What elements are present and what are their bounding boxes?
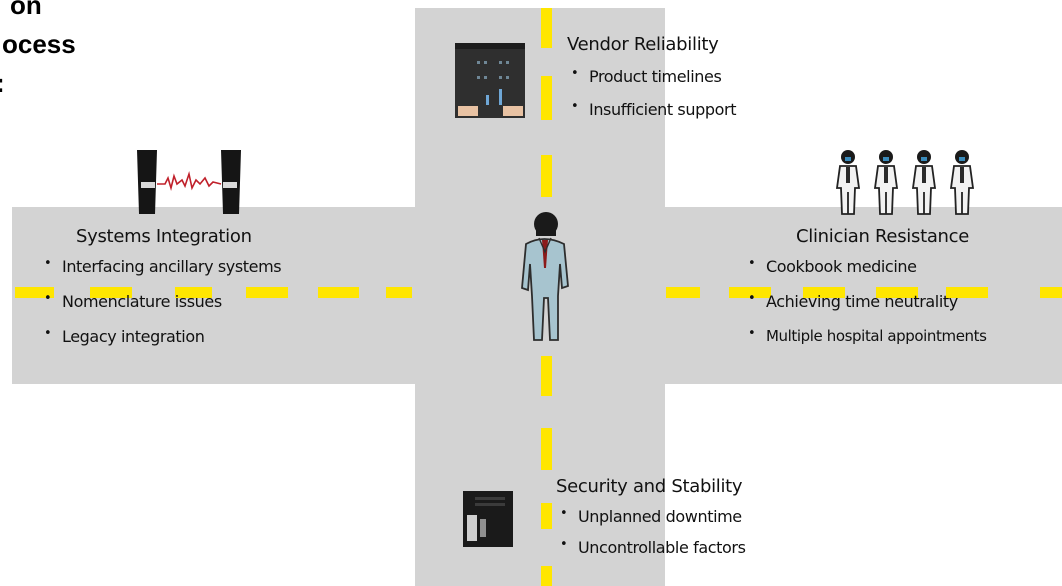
clinician-resistance-heading: Clinician Resistance <box>796 226 970 247</box>
list-item: Cookbook medicine <box>744 256 987 276</box>
clinicians-group-icon <box>832 148 984 222</box>
server-tower-icon <box>459 487 517 553</box>
clinician-resistance-block: Clinician Resistance Cookbook medicine A… <box>744 226 987 345</box>
systems-integration-heading: Systems Integration <box>76 226 252 247</box>
lane-marking-horizontal <box>666 287 700 298</box>
building-icon <box>455 43 525 122</box>
lane-marking-vertical <box>541 8 552 48</box>
list-item: Interfacing ancillary systems <box>40 256 282 276</box>
list-item: Nomenclature issues <box>40 291 281 311</box>
security-stability-heading: Security and Stability <box>556 476 743 497</box>
list-item: Achieving time neutrality <box>744 291 987 311</box>
systems-integration-block: Systems Integration Interfacing ancillar… <box>40 226 282 346</box>
title-fragment-3: : <box>0 68 5 98</box>
lane-marking-horizontal <box>318 287 359 298</box>
lane-marking-vertical <box>541 76 552 120</box>
title-fragment-1: on <box>10 0 42 20</box>
systems-integration-list: Interfacing ancillary systems Nomenclatu… <box>40 256 282 346</box>
list-item: Legacy integration <box>40 326 281 346</box>
lane-marking-vertical <box>541 428 552 470</box>
security-stability-block: Security and Stability Unplanned downtim… <box>556 476 746 557</box>
connected-servers-icon <box>135 148 243 220</box>
security-stability-list: Unplanned downtime Uncontrollable factor… <box>556 506 746 557</box>
lane-marking-vertical <box>541 503 552 529</box>
list-item: Multiple hospital appointments <box>744 326 987 345</box>
lane-marking-vertical <box>541 356 552 396</box>
lane-marking-vertical <box>541 566 552 586</box>
list-item: Uncontrollable factors <box>556 537 746 557</box>
clinician-resistance-list: Cookbook medicine Achieving time neutral… <box>744 256 987 345</box>
vendor-reliability-heading: Vendor Reliability <box>567 34 719 55</box>
vendor-reliability-list: Product timelines Insufficient support <box>567 66 736 119</box>
lane-marking-horizontal <box>1040 287 1062 298</box>
list-item: Insufficient support <box>567 99 736 119</box>
title-fragment-2: ocess <box>2 29 76 59</box>
lane-marking-vertical <box>541 155 552 197</box>
lane-marking-horizontal <box>386 287 412 298</box>
list-item: Product timelines <box>567 66 736 86</box>
vendor-reliability-block: Vendor Reliability Product timelines Ins… <box>567 34 736 119</box>
lane-marking-horizontal <box>15 287 54 298</box>
businessman-figure <box>512 210 578 350</box>
list-item: Unplanned downtime <box>556 506 746 526</box>
